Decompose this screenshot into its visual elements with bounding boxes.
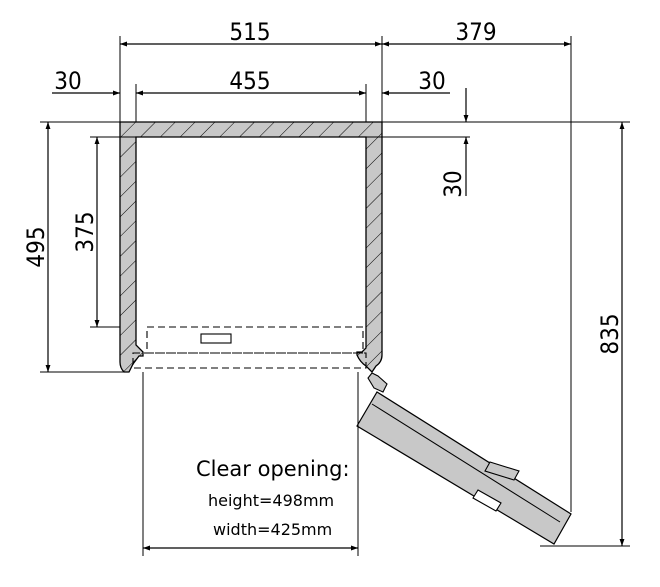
cabinet-wall-body bbox=[119, 121, 383, 374]
open-door bbox=[356, 372, 572, 545]
dimension-labels: 515 379 30 455 30 30 495 375 835 bbox=[22, 18, 624, 355]
door-handle bbox=[484, 461, 520, 481]
drawer-bottom-dashed bbox=[132, 352, 367, 369]
drawer-outline bbox=[132, 326, 367, 369]
dim-label-right-wall: 30 bbox=[418, 67, 445, 95]
dim-label-door-swing: 379 bbox=[455, 18, 496, 46]
door-hinge bbox=[367, 372, 388, 393]
dim-label-outer-width: 515 bbox=[229, 18, 270, 46]
note-width: width=425mm bbox=[213, 520, 332, 539]
dim-label-outer-height: 495 bbox=[22, 226, 50, 267]
dim-label-total-depth: 835 bbox=[596, 313, 624, 354]
extension-lines bbox=[40, 36, 630, 556]
drawer-front-dashed bbox=[146, 326, 364, 354]
note-height: height=498mm bbox=[208, 491, 334, 510]
note-title: Clear opening: bbox=[196, 457, 350, 481]
dim-label-top-wall: 30 bbox=[439, 170, 467, 197]
door-inner-line bbox=[371, 403, 561, 523]
cabinet-walls bbox=[119, 121, 383, 374]
door-label-plate bbox=[472, 489, 502, 512]
drawer-handle bbox=[200, 333, 232, 344]
dimension-lines bbox=[45, 41, 625, 551]
dim-label-left-wall: 30 bbox=[54, 67, 81, 95]
dim-label-inner-width: 455 bbox=[229, 67, 270, 95]
cabinet-wall-hatch bbox=[120, 122, 382, 372]
clear-opening-note: Clear opening: height=498mm width=425mm bbox=[196, 457, 350, 539]
dim-label-inner-height: 375 bbox=[71, 211, 99, 252]
